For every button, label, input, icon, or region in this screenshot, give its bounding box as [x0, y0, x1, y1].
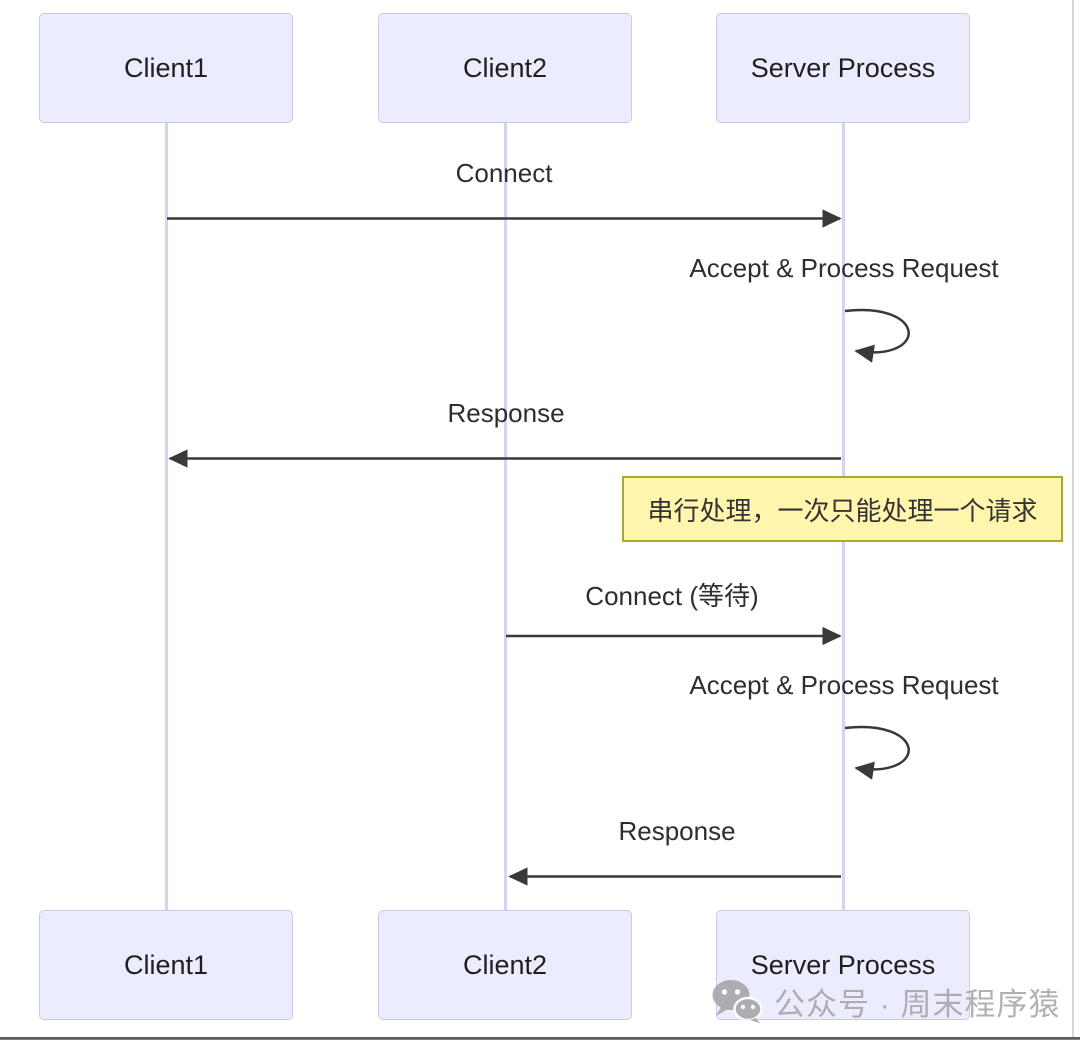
actor-label: Client1: [123, 949, 209, 980]
actor-box-client2-top: Client2: [378, 13, 632, 123]
message-label-connect-2: Connect (等待): [585, 581, 759, 611]
actor-box-client1-bottom: Client1: [39, 910, 293, 1020]
actor-box-server-top: Server Process: [716, 13, 970, 123]
actor-box-client2-bottom: Client2: [378, 910, 632, 1020]
watermark-text: 公众号 · 周末程序猿: [774, 986, 1061, 1022]
note-text: 串行处理，一次只能处理一个请求: [647, 495, 1038, 526]
window-bottom-edge: [0, 1037, 1080, 1040]
actor-label: Server Process: [750, 949, 936, 980]
wechat-icon: [712, 980, 763, 1024]
actor-label: Client2: [462, 52, 548, 83]
window-right-edge: [1072, 0, 1074, 1037]
arrow-self-loop-1: [844, 308, 910, 363]
message-label-accept-2: Accept & Process Request: [689, 670, 999, 700]
note-serial-processing: 串行处理，一次只能处理一个请求: [622, 476, 1063, 542]
lifeline-client1: [165, 123, 168, 911]
actor-label: Client2: [462, 949, 548, 980]
lifeline-client2: [504, 123, 507, 911]
message-label-accept-1: Accept & Process Request: [689, 253, 999, 283]
actor-box-client1-top: Client1: [39, 13, 293, 123]
message-label-response-2: Response: [618, 816, 736, 846]
watermark: 公众号 · 周末程序猿: [712, 978, 1061, 1024]
actor-label: Server Process: [750, 52, 936, 83]
arrow-self-loop-2: [844, 725, 910, 780]
actor-label: Client1: [123, 52, 209, 83]
message-label-response-1: Response: [447, 398, 565, 428]
message-label-connect-1: Connect: [455, 158, 553, 188]
